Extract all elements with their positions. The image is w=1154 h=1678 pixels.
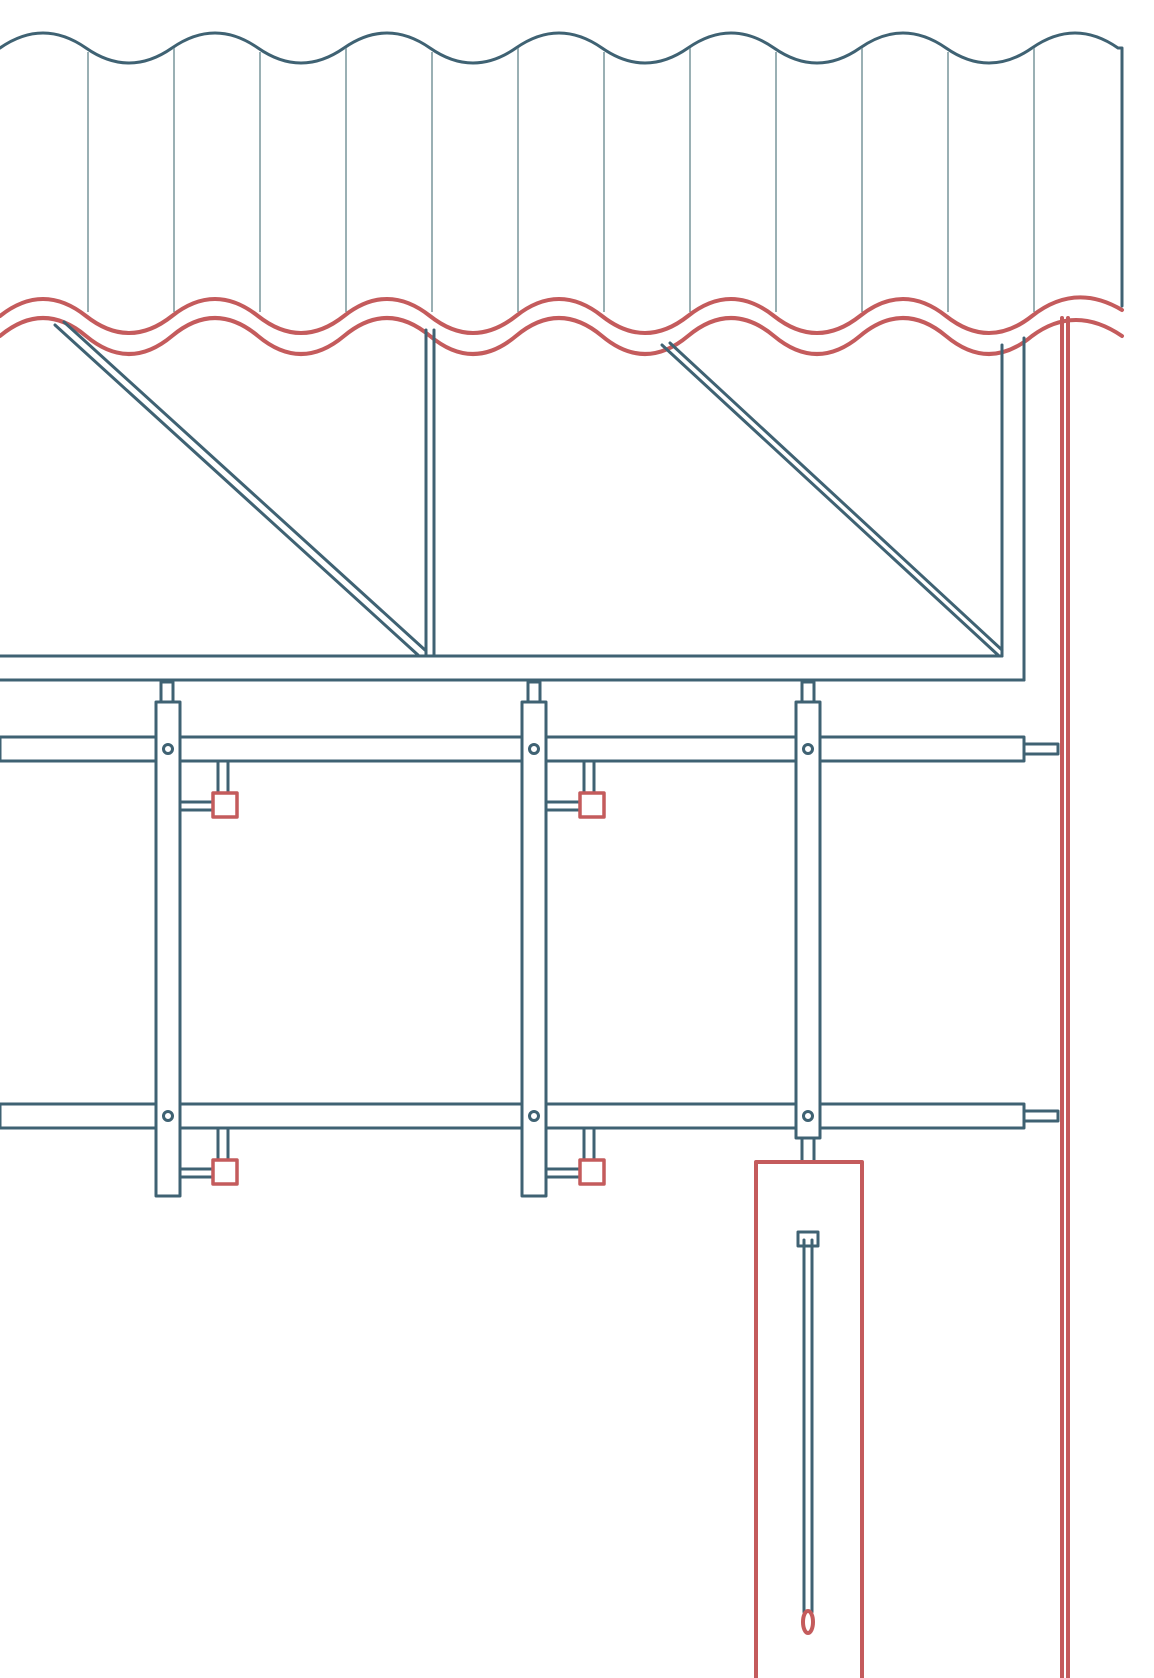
bolt-middle-upper	[528, 743, 540, 755]
roof-sheet-top-edge	[0, 31, 1124, 308]
hanger-stubs	[159, 680, 816, 704]
roof-underside-flashing	[0, 295, 1124, 356]
hanging-rod	[796, 1230, 820, 1635]
post-right	[794, 700, 822, 1164]
truss-right-diagonal	[660, 341, 1004, 657]
upper-rail	[0, 735, 1060, 763]
clamp-middle-lower	[544, 1126, 606, 1186]
clamp-left-lower	[178, 1126, 239, 1186]
rod-tip	[801, 1609, 815, 1635]
clamp-middle-lower-tag	[578, 1158, 606, 1186]
clamp-left-lower-tag	[211, 1158, 239, 1186]
post-middle	[520, 700, 548, 1198]
truss-left-diagonal	[53, 320, 427, 657]
upper-rail-end-connector	[1022, 742, 1060, 756]
bolt-middle-lower	[528, 1110, 540, 1122]
hanging-panel	[754, 1160, 864, 1678]
bolt-right-upper	[802, 743, 814, 755]
post-left	[154, 700, 182, 1198]
clamp-left-upper	[178, 759, 239, 819]
clamp-middle-upper	[544, 759, 606, 819]
roof-truss	[0, 320, 1026, 682]
corrugated-roof-sheet	[0, 31, 1124, 312]
bolt-left-lower	[162, 1110, 174, 1122]
clamp-middle-upper-tag	[578, 791, 606, 819]
post-right-foot-stub	[800, 1136, 816, 1164]
lower-rail	[0, 1102, 1060, 1130]
bolt-right-lower	[802, 1110, 814, 1122]
downpipe	[1060, 316, 1070, 1678]
truss-bottom-chord	[0, 654, 1026, 682]
clamp-left-upper-tag	[211, 791, 239, 819]
bolt-left-upper	[162, 743, 174, 755]
lower-rail-end-connector	[1022, 1109, 1060, 1123]
truss-end-post	[1000, 336, 1026, 682]
roof-sheet-ribs	[87, 48, 1035, 312]
truss-center-post	[424, 328, 436, 657]
